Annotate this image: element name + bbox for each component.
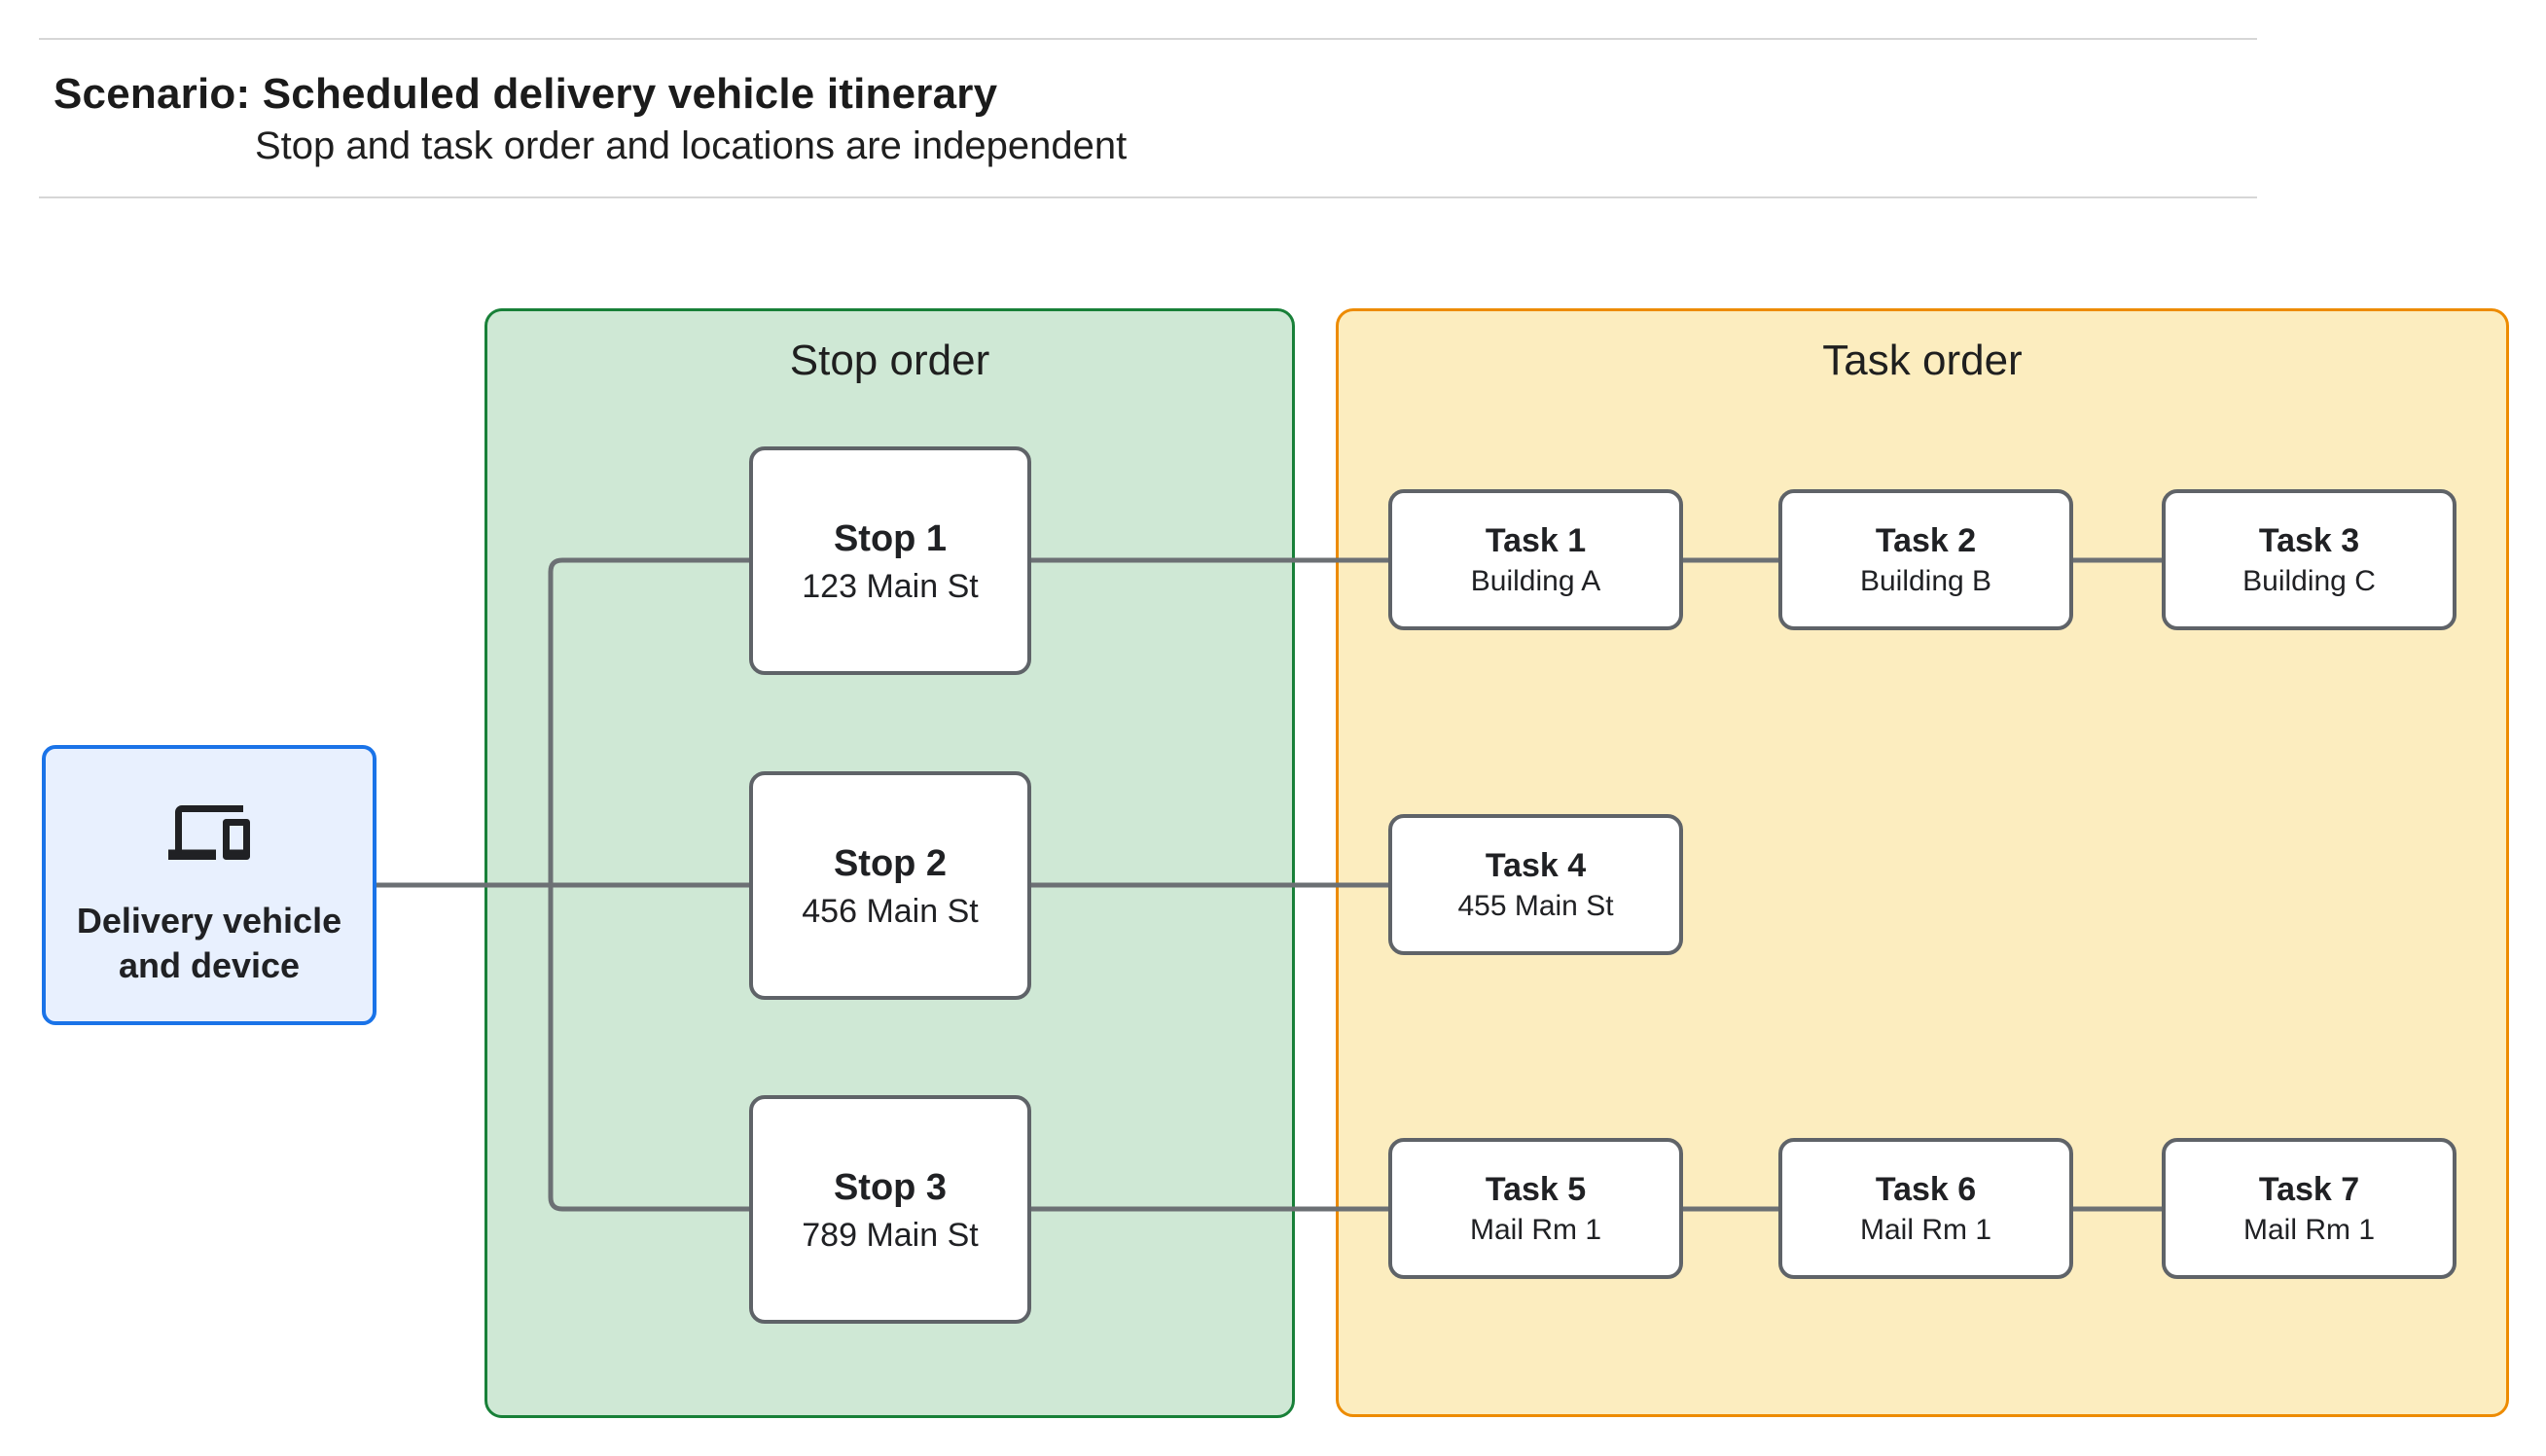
task-2-location: Building B [1859, 564, 1992, 597]
task-6-location: Mail Rm 1 [1859, 1213, 1991, 1246]
task-1-location: Building A [1470, 564, 1601, 597]
task-6-name: Task 6 [1875, 1170, 1977, 1208]
stop-3-node: Stop 3 789 Main St [749, 1095, 1031, 1324]
task-order-panel-title: Task order [1822, 337, 2023, 384]
delivery-vehicle-label: Delivery vehicle and device [77, 899, 341, 988]
task-4-node: Task 4 455 Main St [1388, 814, 1683, 955]
task-5-node: Task 5 Mail Rm 1 [1388, 1138, 1683, 1279]
task-4-name: Task 4 [1485, 846, 1587, 884]
delivery-vehicle-label-line1: Delivery vehicle [76, 901, 342, 941]
stop-3-address: 789 Main St [802, 1216, 979, 1254]
task-7-location: Mail Rm 1 [2242, 1213, 2375, 1246]
stop-1-node: Stop 1 123 Main St [749, 446, 1031, 675]
task-1-node: Task 1 Building A [1388, 489, 1683, 630]
stop-order-panel-title: Stop order [789, 337, 990, 384]
task-3-location: Building C [2242, 564, 2376, 597]
stop-3-name: Stop 3 [833, 1166, 948, 1208]
stop-2-name: Stop 2 [833, 842, 948, 884]
delivery-vehicle-node: Delivery vehicle and device [42, 745, 377, 1025]
stop-1-name: Stop 1 [833, 517, 948, 559]
task-2-node: Task 2 Building B [1778, 489, 2073, 630]
task-2-name: Task 2 [1875, 521, 1977, 559]
task-4-location: 455 Main St [1457, 889, 1614, 922]
stop-2-node: Stop 2 456 Main St [749, 771, 1031, 1000]
devices-icon [168, 805, 250, 860]
task-5-location: Mail Rm 1 [1469, 1213, 1601, 1246]
delivery-vehicle-label-line2: and device [118, 945, 301, 985]
divider-top [39, 38, 2257, 40]
task-7-node: Task 7 Mail Rm 1 [2162, 1138, 2456, 1279]
task-3-node: Task 3 Building C [2162, 489, 2456, 630]
stop-1-address: 123 Main St [802, 567, 979, 605]
task-1-name: Task 1 [1485, 521, 1587, 559]
page-title: Scenario: Scheduled delivery vehicle iti… [54, 70, 998, 118]
task-5-name: Task 5 [1485, 1170, 1587, 1208]
task-6-node: Task 6 Mail Rm 1 [1778, 1138, 2073, 1279]
stop-2-address: 456 Main St [802, 892, 979, 930]
page-subtitle: Stop and task order and locations are in… [255, 124, 1128, 167]
divider-bottom [39, 196, 2257, 198]
task-7-name: Task 7 [2258, 1170, 2360, 1208]
task-3-name: Task 3 [2258, 521, 2360, 559]
